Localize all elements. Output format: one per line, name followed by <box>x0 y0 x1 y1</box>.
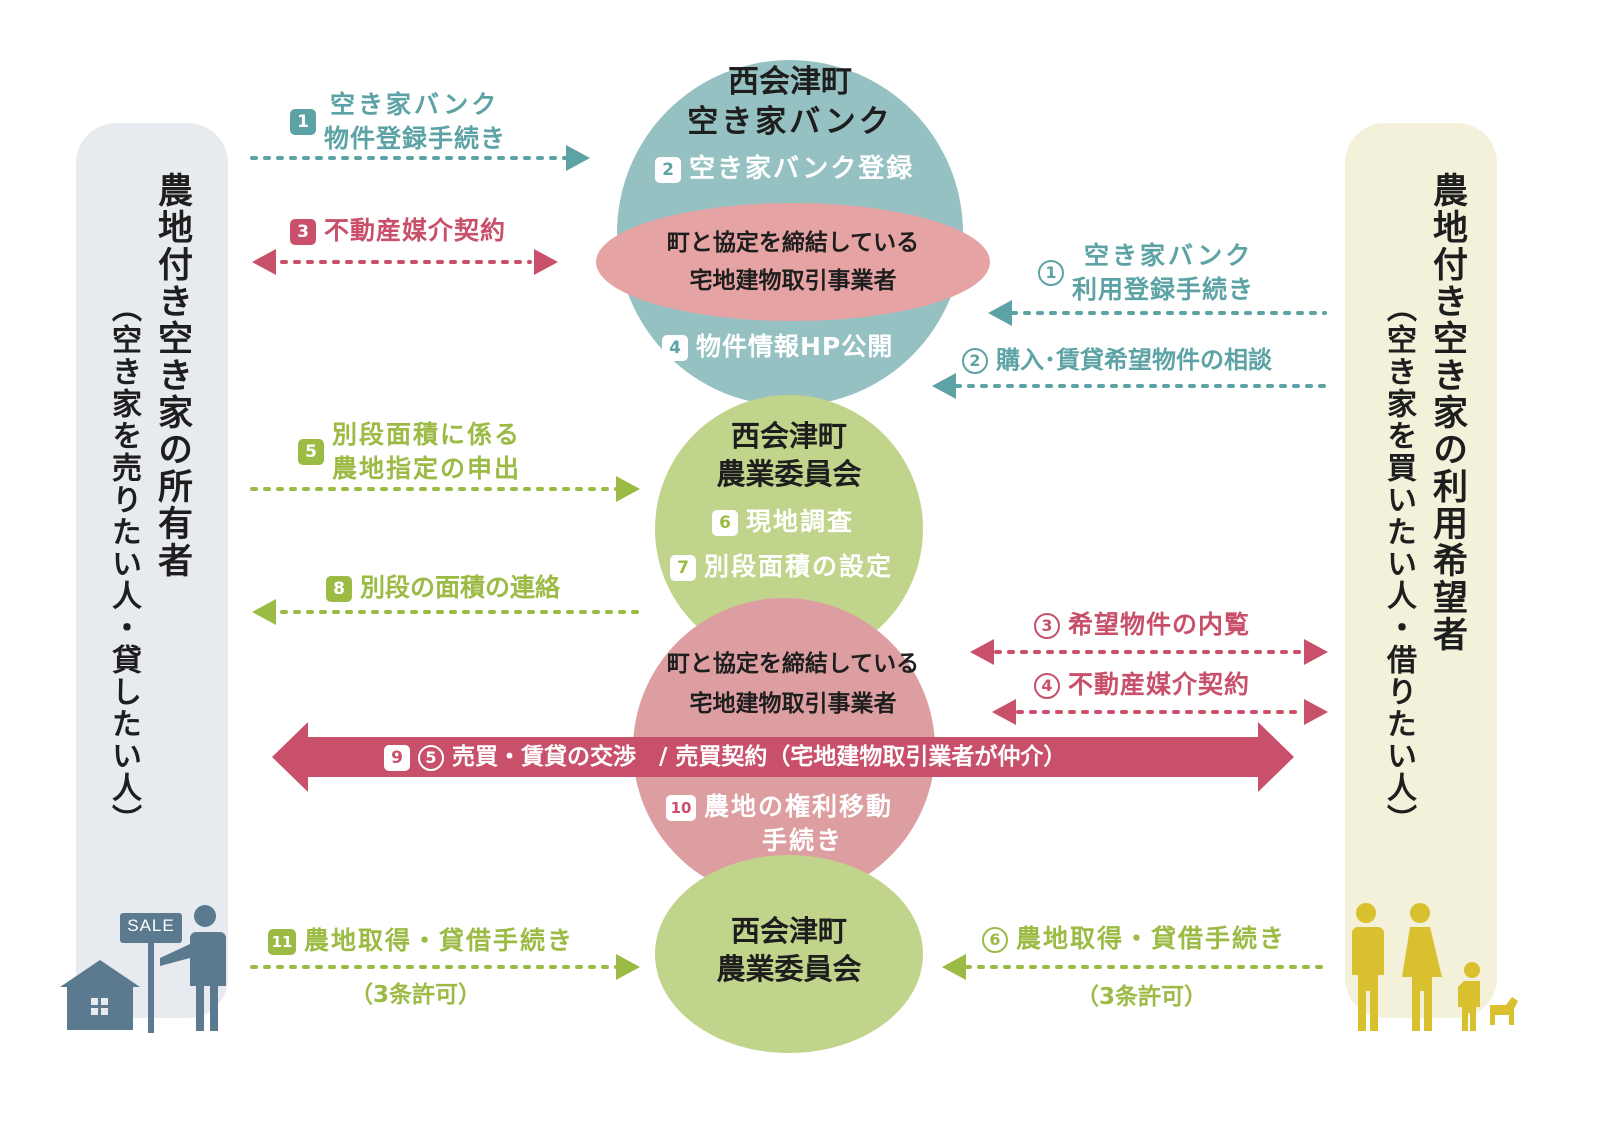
step-9-number: 9 <box>384 744 410 771</box>
realtor-oval <box>596 203 990 321</box>
step-10-label-line2: 手続き <box>762 826 844 855</box>
arrow-r4-head-left <box>992 699 1016 725</box>
step-7-label: 別段面積の設定 <box>704 552 894 581</box>
realtor-oval-text: 町と協定を締結している 宅地建物取引事業者 <box>600 224 986 300</box>
committee-2-title-line2: 農業委員会 <box>716 951 862 986</box>
arrow-r3-head-left <box>970 639 994 665</box>
right-step-6-permit: （3条許可） <box>1076 984 1208 1010</box>
left-step-5-line1: 別段面積に係る <box>332 420 522 449</box>
person-with-sale-sign-icon <box>120 905 226 1033</box>
arrow-5-head <box>616 476 640 502</box>
left-step-8-number: 8 <box>326 576 352 602</box>
step-6-site-survey: 6 現地調査 <box>712 505 854 539</box>
arrow-r4-head-right <box>1304 699 1328 725</box>
right-step-2-label: 購入･賃貸希望物件の相談 <box>996 346 1272 374</box>
left-step-1-line2: 物件登録手続き <box>324 124 507 153</box>
committee-2-title: 西会津町 農業委員会 <box>655 913 923 988</box>
seller-panel <box>76 123 228 1018</box>
right-step-1-line1: 空き家バンク <box>1084 241 1254 270</box>
right-step-1-line2: 利用登録手続き <box>1072 275 1255 304</box>
committee-2-title-line1: 西会津町 <box>730 914 847 948</box>
realtor-oval-line2: 宅地建物取引事業者 <box>689 268 897 294</box>
arrow-r3-head-right <box>1304 639 1328 665</box>
left-step-11: 11 農地取得・貸借手続き <box>268 924 574 958</box>
committee-1-title-line2: 農業委員会 <box>716 456 862 491</box>
akiya-bank-title: 西会津町 空き家バンク <box>640 62 940 143</box>
step-7-area-setting: 7 別段面積の設定 <box>670 550 893 584</box>
realtor-oval-line1: 町と協定を締結している <box>666 230 920 256</box>
arrow-11-head <box>616 954 640 980</box>
right-step-2: 2 購入･賃貸希望物件の相談 <box>962 343 1272 377</box>
committee-1-title-line1: 西会津町 <box>730 419 847 453</box>
left-step-5: 5 別段面積に係る 農地指定の申出 <box>298 418 521 486</box>
step-2-number: 2 <box>655 156 681 183</box>
committee-1-title: 西会津町 農業委員会 <box>655 418 923 493</box>
right-step-3-label: 希望物件の内覧 <box>1068 610 1251 639</box>
arrow-1-head <box>566 145 590 171</box>
step-10-number: 10 <box>666 795 696 821</box>
step-6-number: 6 <box>712 510 738 536</box>
left-step-11-number: 11 <box>268 929 296 955</box>
left-step-1-line1: 空き家バンク <box>330 90 500 119</box>
family-with-dog-icon <box>1352 903 1518 1031</box>
step-5-circle-number: 5 <box>418 744 444 771</box>
right-step-6-label: 農地取得・貸借手続き <box>1016 924 1287 953</box>
left-step-1-number: 1 <box>290 109 316 135</box>
arrow-3-head-right <box>534 249 558 275</box>
right-step-4-number: 4 <box>1034 673 1060 699</box>
left-step-3: 3 不動産媒介契約 <box>290 214 506 248</box>
buyer-subtitle: （空き家を買いたい人・借りたい人） <box>1381 292 1416 836</box>
buyer-title: 農地付き空き家の利用希望者 <box>1427 172 1467 653</box>
left-step-8-label: 別段の面積の連絡 <box>360 573 561 602</box>
right-step-4: 4 不動産媒介契約 <box>1034 668 1250 702</box>
left-step-3-label: 不動産媒介契約 <box>324 216 507 245</box>
realtor-circle-text: 町と協定を締結している 宅地建物取引事業者 <box>600 644 986 724</box>
left-step-11-label: 農地取得・貸借手続き <box>304 926 575 955</box>
step-4-hp-publish: 4 物件情報HP公開 <box>662 330 893 364</box>
left-step-11-permit: （3条許可） <box>350 982 482 1008</box>
left-step-8: 8 別段の面積の連絡 <box>326 571 560 605</box>
buyer-panel <box>1345 123 1497 1018</box>
right-step-1: 1 空き家バンク 利用登録手続き <box>1038 239 1254 307</box>
right-step-6-number: 6 <box>982 927 1008 953</box>
left-step-5-number: 5 <box>298 439 324 465</box>
arrow-8-head <box>252 599 276 625</box>
right-step-4-label: 不動産媒介契約 <box>1068 670 1251 699</box>
right-step-2-number: 2 <box>962 348 988 374</box>
step-2-label: 空き家バンク登録 <box>689 154 915 184</box>
akiya-bank-title-line1: 西会津町 <box>728 64 852 100</box>
arrow-r6-head <box>942 954 966 980</box>
left-step-1: 1 空き家バンク 物件登録手続き <box>290 88 506 156</box>
right-step-3: 3 希望物件の内覧 <box>1034 608 1250 642</box>
step-10-rights-transfer: 10 農地の権利移動 手続き <box>666 790 893 858</box>
committee-circle-2 <box>655 855 923 1053</box>
step-10-label-line1: 農地の権利移動 <box>704 792 894 821</box>
step-7-number: 7 <box>670 555 696 581</box>
left-step-3-number: 3 <box>290 219 316 245</box>
step-2-bank-registration: 2 空き家バンク登録 <box>655 152 914 186</box>
house-icon <box>60 960 140 1030</box>
sale-sign-text: SALE <box>127 916 175 935</box>
right-step-3-number: 3 <box>1034 613 1060 639</box>
arrow-r1-head <box>988 300 1012 326</box>
realtor-line2: 宅地建物取引事業者 <box>689 691 897 717</box>
seller-subtitle: （空き家を売りたい人・貸したい人） <box>106 292 141 836</box>
big-arrow-label: 売買・賃貸の交渉 / 売買契約（宅地建物取引業者が仲介） <box>452 744 1067 770</box>
step-6-label: 現地調査 <box>746 507 855 536</box>
big-double-arrow <box>272 722 1294 792</box>
step-4-number: 4 <box>662 335 688 361</box>
arrow-3-head-left <box>252 249 276 275</box>
seller-title: 農地付き空き家の所有者 <box>152 172 192 579</box>
right-step-6: 6 農地取得・貸借手続き <box>982 922 1286 956</box>
right-step-1-number: 1 <box>1038 260 1064 286</box>
arrow-r2-head <box>932 373 956 399</box>
akiya-bank-title-line2: 空き家バンク <box>687 104 893 141</box>
realtor-line1: 町と協定を締結している <box>666 651 920 677</box>
left-step-5-line2: 農地指定の申出 <box>332 454 522 483</box>
step-4-label: 物件情報HP公開 <box>696 332 894 361</box>
